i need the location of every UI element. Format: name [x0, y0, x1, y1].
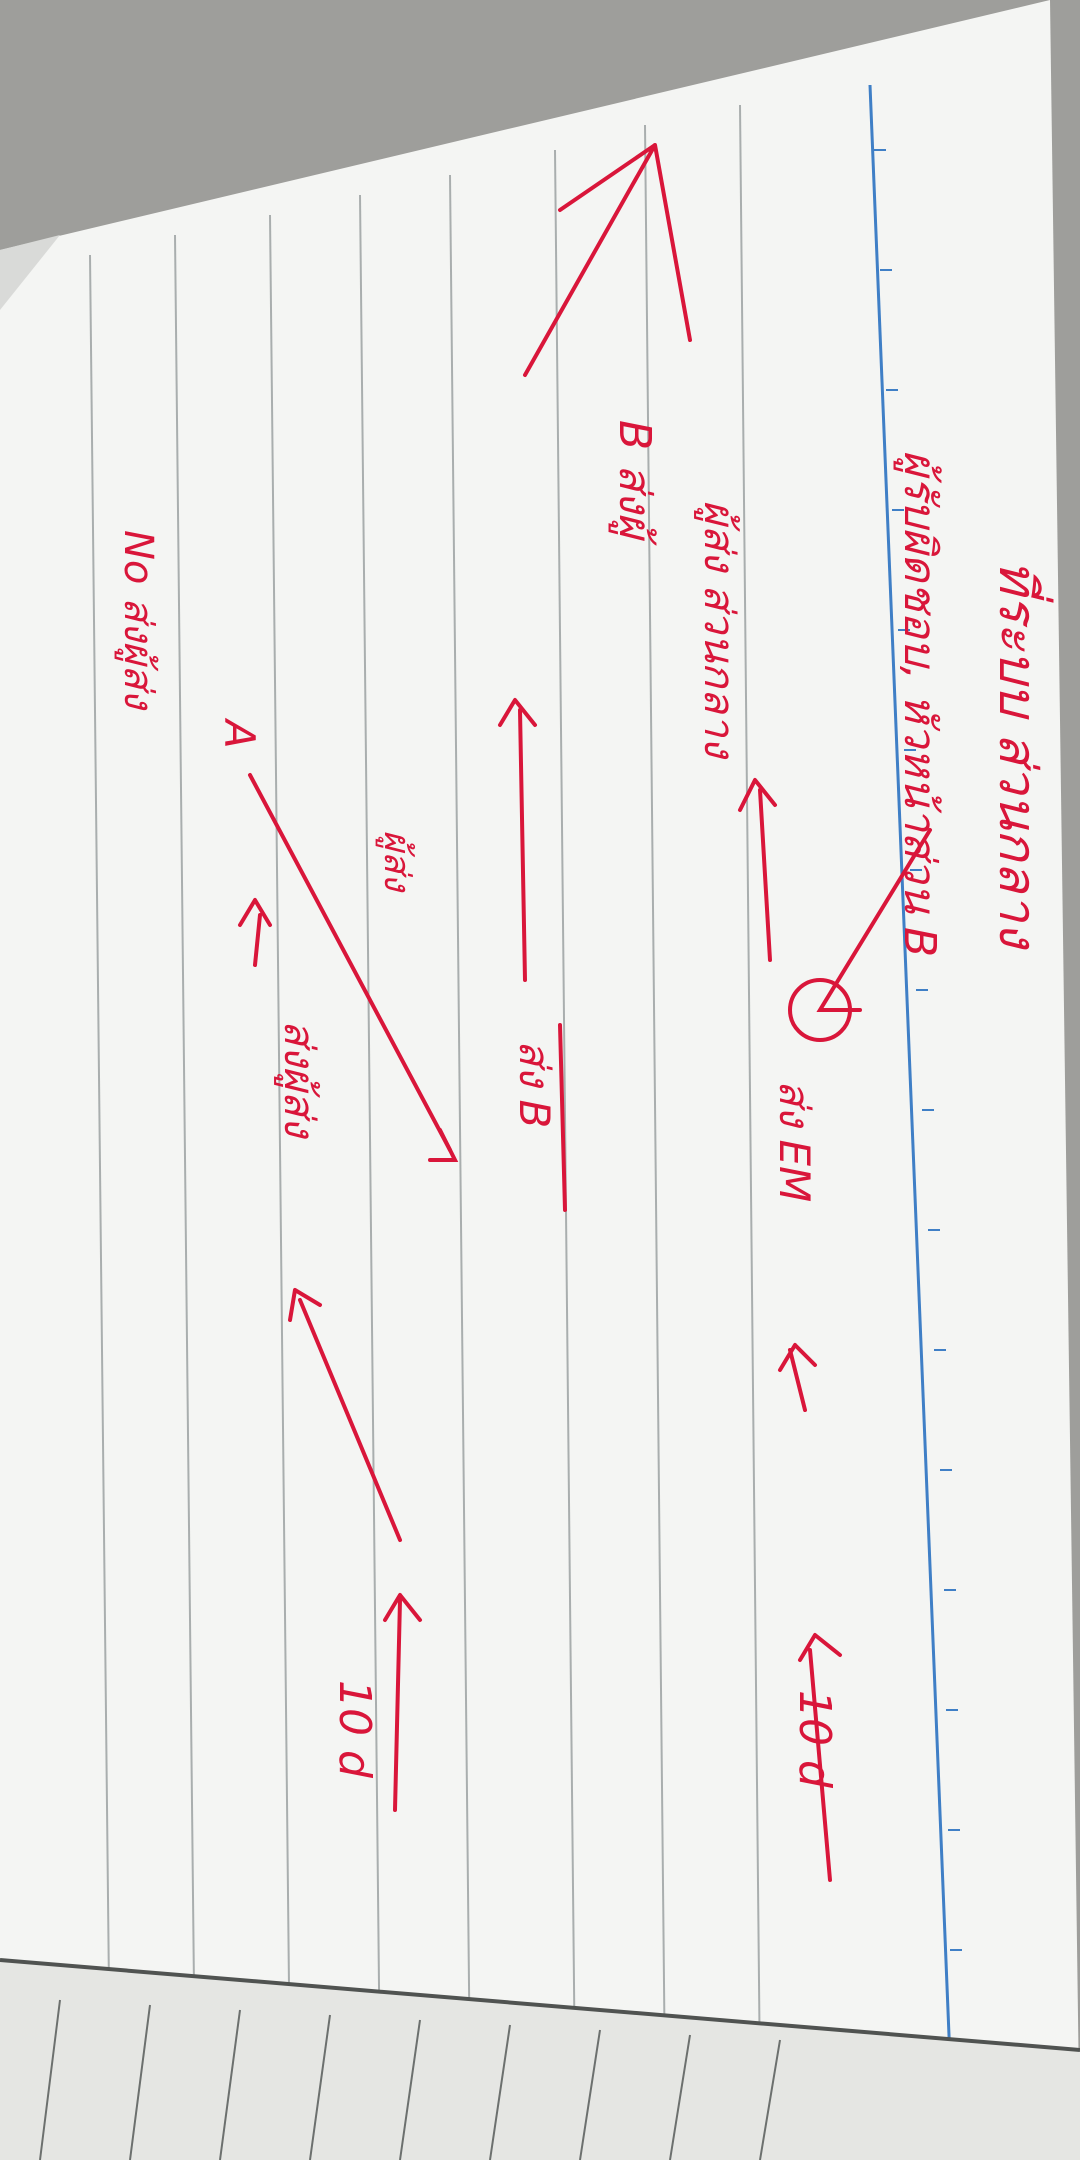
facing-page-lines — [39, 1999, 781, 2160]
note-line-2-right: ผู้ส่ง ส่วนกลาง — [694, 500, 744, 760]
ink-drawings — [238, 143, 932, 1882]
note-top-heading: ที่ระบบ ส่วนกลาง — [987, 560, 1054, 951]
facing-page-edge — [0, 1960, 1080, 2160]
note-line-1-left: 10 d — [789, 1690, 840, 1789]
note-line-6-right: A — [215, 717, 264, 749]
note-line-1-center: ส่ง EM — [770, 1080, 819, 1202]
margin-line — [868, 84, 962, 2061]
handwritten-text: ที่ระบบ ส่วนกลาง ผู้รับผิดชอบ, หัวหน้าส่… — [114, 420, 1054, 1789]
note-line-5-center: ส่งผู้ส่ง — [274, 1020, 324, 1139]
page-crease — [0, 1958, 1080, 2052]
note-bottom-left: No ส่งผู้ส่ง — [114, 530, 161, 711]
note-line-4-center: ผู้ส่ง — [375, 830, 417, 893]
note-line-3-right: B ส่งผู้ — [608, 420, 660, 546]
note-line-3-center: ส่ง B — [510, 1040, 559, 1128]
note-line-1-right: ผู้รับผิดชอบ, หัวหน้าส่วน B — [893, 450, 945, 957]
page-shadow-edge — [0, 235, 60, 310]
ruled-lines — [89, 104, 761, 2081]
note-line-5-left: 10 d — [329, 1680, 380, 1779]
